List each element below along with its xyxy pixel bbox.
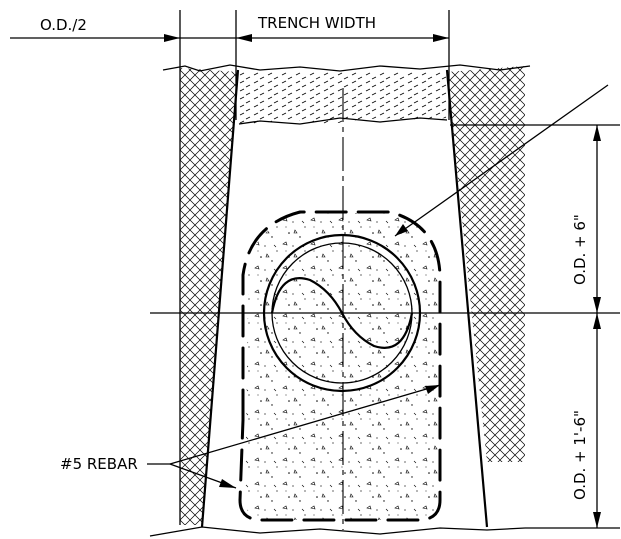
bottom-break-line [149, 526, 526, 537]
v-arrow-mid-up [593, 297, 601, 313]
od-half-arrow [164, 34, 180, 42]
ground-line [162, 64, 531, 72]
pipe-leader-arrow [395, 224, 408, 236]
od-half-label: O.D./2 [40, 16, 87, 34]
concrete-encasement [245, 213, 439, 520]
soil-hatch-left [180, 68, 238, 525]
rebar-leader-upper [169, 384, 441, 465]
rebar-label: #5 REBAR [60, 455, 138, 473]
trench-width-arrow-right [433, 34, 449, 42]
trench-wall-right [445, 69, 489, 528]
trench-width-label: TRENCH WIDTH [257, 14, 376, 32]
cap-bottom-line [238, 117, 448, 125]
od-plus-6-label: O.D. + 6" [571, 214, 589, 285]
rebar-arrow-lower [219, 479, 236, 488]
trench-width-arrow-left [236, 34, 252, 42]
v-arrow-mid-down [593, 313, 601, 329]
od-plus-1-6-label: O.D. + 1'-6" [571, 410, 589, 500]
soil-hatch-right [447, 66, 525, 462]
rebar-arrow-upper [425, 385, 440, 394]
rebar-cage [238, 210, 442, 522]
v-arrow-bottom [593, 512, 601, 528]
v-arrow-top [593, 125, 601, 141]
pipe-leader-line [394, 84, 609, 237]
trench-wall-left [200, 69, 240, 528]
